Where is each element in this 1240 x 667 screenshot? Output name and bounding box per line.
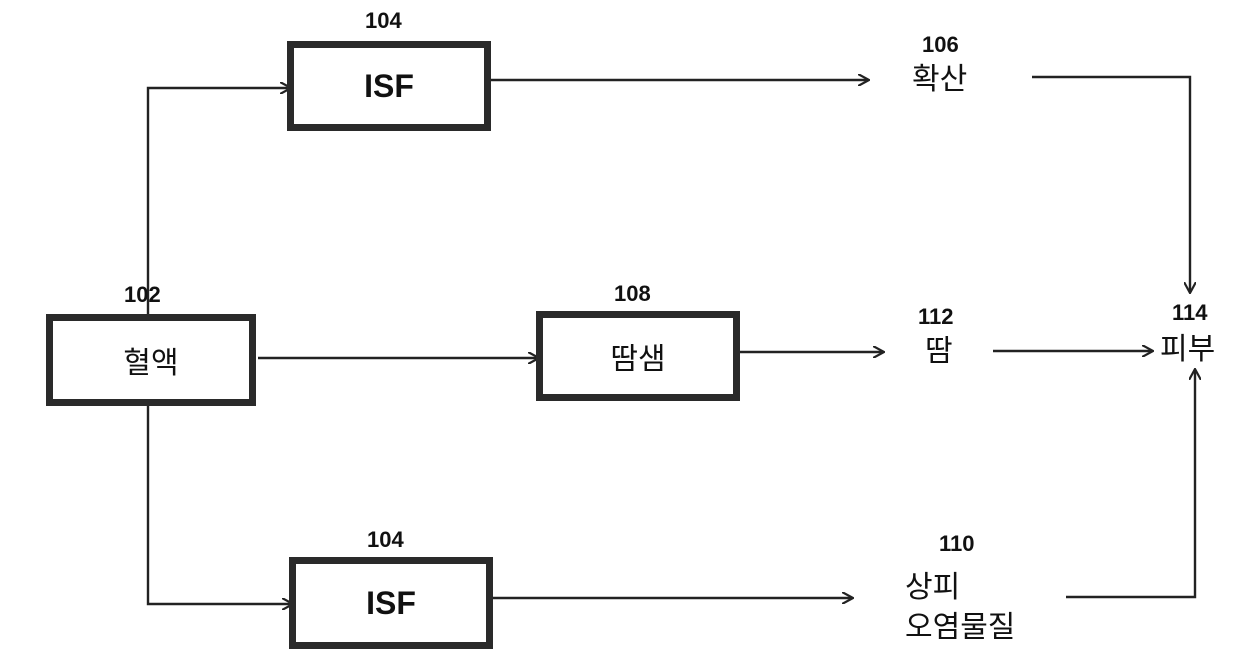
isf-bottom-ref-number: 104 xyxy=(367,527,404,553)
isf-bottom-box: ISF xyxy=(289,557,493,649)
diffusion-label: 확산 xyxy=(912,62,967,98)
sweat-ref-number: 112 xyxy=(918,304,954,330)
epidermal-ref-number: 110 xyxy=(939,531,975,557)
arrow-epidermal-to-skin xyxy=(1066,370,1195,597)
sweat-gland-box: 땀샘 xyxy=(536,311,740,401)
skin-label: 피부 xyxy=(1160,332,1215,368)
isf-top-ref-number: 104 xyxy=(365,8,402,34)
skin-ref-number: 114 xyxy=(1172,300,1208,326)
diffusion-ref-number: 106 xyxy=(922,32,959,58)
blood-box: 혈액 xyxy=(46,314,256,406)
arrow-diffusion-to-skin xyxy=(1032,77,1190,292)
isf-top-box: ISF xyxy=(287,41,491,131)
sweat-gland-label: 땀샘 xyxy=(610,334,665,378)
epidermal-label-line2: 오염물질 xyxy=(905,610,1015,646)
isf-top-label: ISF xyxy=(364,68,414,105)
arrow-blood-to-isf-bottom xyxy=(148,405,292,604)
arrow-blood-to-isf-top xyxy=(148,88,290,315)
isf-bottom-label: ISF xyxy=(366,585,416,622)
epidermal-label-line1: 상피 xyxy=(905,570,960,606)
blood-label: 혈액 xyxy=(123,338,178,382)
sweat-label: 땀 xyxy=(925,334,953,370)
blood-ref-number: 102 xyxy=(124,282,161,308)
sweat-gland-ref-number: 108 xyxy=(614,281,651,307)
